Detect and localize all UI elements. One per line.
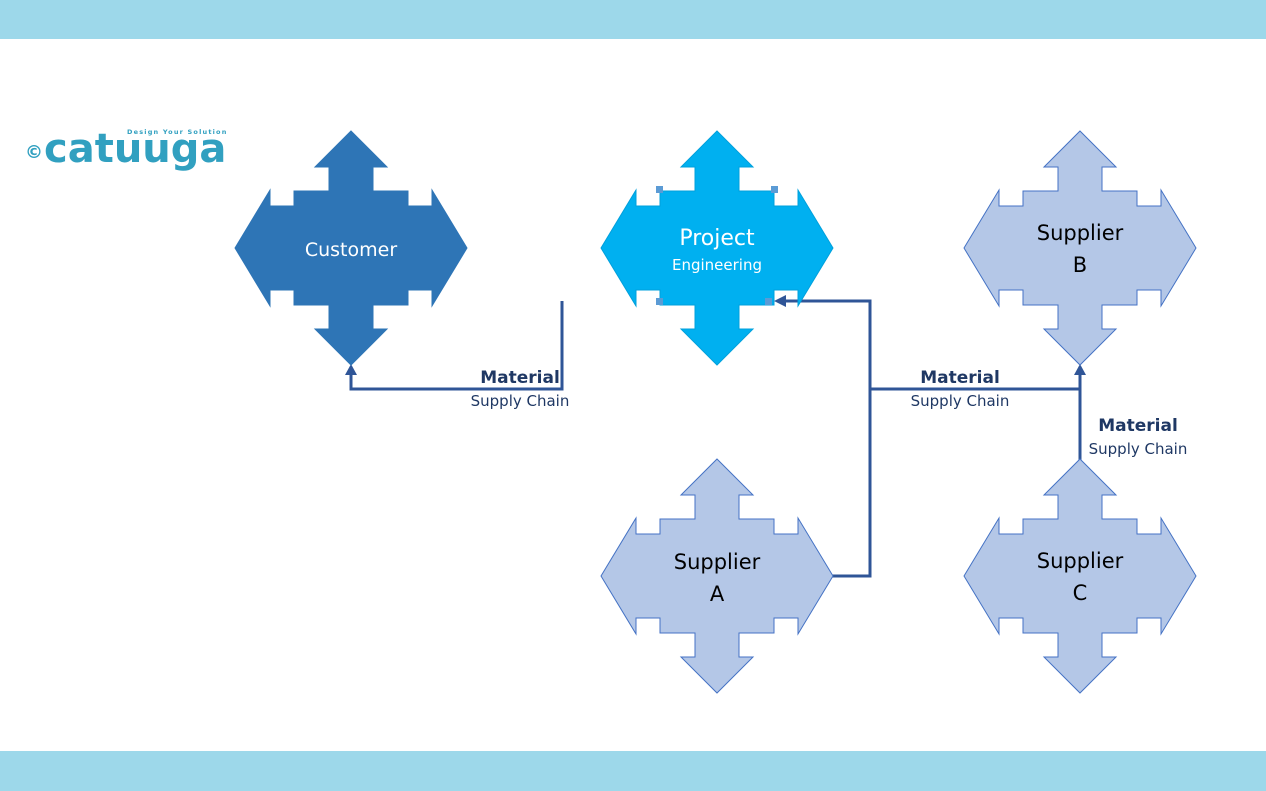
selection-handle <box>656 186 663 193</box>
connector-arrowheads <box>345 295 1086 375</box>
connectors <box>349 299 1082 578</box>
arrowhead-project <box>774 295 786 307</box>
arrowhead-supplier-b <box>1074 364 1086 375</box>
supplier-c-label-line1: Supplier <box>1037 549 1124 573</box>
connector-label-customer-project: Material Supply Chain <box>471 368 570 410</box>
supplier-b-arrow-shape <box>963 130 1197 366</box>
supplier-a-arrow-shape <box>600 458 834 694</box>
supplier-a-label-line1: Supplier <box>674 550 761 574</box>
connector-label-supplier-bc: Material Supply Chain <box>1089 416 1188 458</box>
supplier-c-arrow-shape <box>963 458 1197 694</box>
supplier-b-label-line1: Supplier <box>1037 221 1124 245</box>
selection-handle <box>765 298 772 305</box>
bottom-banner <box>0 751 1266 791</box>
logo-tagline: Design Your Solution <box>127 128 228 136</box>
catuuga-logo: © catuuga Design Your Solution <box>25 126 228 172</box>
selection-handle <box>656 298 663 305</box>
selection-handles <box>656 186 778 305</box>
connector-label-title: Material <box>480 368 560 388</box>
connector-label-subtitle: Supply Chain <box>911 392 1010 410</box>
customer-node: Customer <box>234 130 468 366</box>
copyright-symbol: © <box>25 142 43 163</box>
supplier-a-label-line2: A <box>710 582 725 606</box>
arrowhead-customer <box>345 364 357 375</box>
supplier-c-node: Supplier C <box>963 458 1197 694</box>
supplier-a-node: Supplier A <box>600 458 834 694</box>
connector-label-title: Material <box>1098 416 1178 436</box>
logo-wordmark: catuuga <box>44 126 226 172</box>
customer-label: Customer <box>305 239 397 261</box>
selection-handle <box>771 186 778 193</box>
supplier-c-label-line2: C <box>1073 581 1088 605</box>
project-label-line1: Project <box>679 226 755 251</box>
connector-label-subtitle: Supply Chain <box>1089 440 1188 458</box>
project-label-line2: Engineering <box>672 256 762 274</box>
connector-supplier-a-project <box>785 299 872 578</box>
connector-label-subtitle: Supply Chain <box>471 392 570 410</box>
top-banner <box>0 0 1266 39</box>
connector-project-customer <box>349 301 564 391</box>
connector-label-title: Material <box>920 368 1000 388</box>
project-engineering-node: Project Engineering <box>600 130 834 366</box>
connector-label-suppliers-ab: Material Supply Chain <box>911 368 1010 410</box>
supplier-b-label-line2: B <box>1073 253 1087 277</box>
supplier-b-node: Supplier B <box>963 130 1197 366</box>
